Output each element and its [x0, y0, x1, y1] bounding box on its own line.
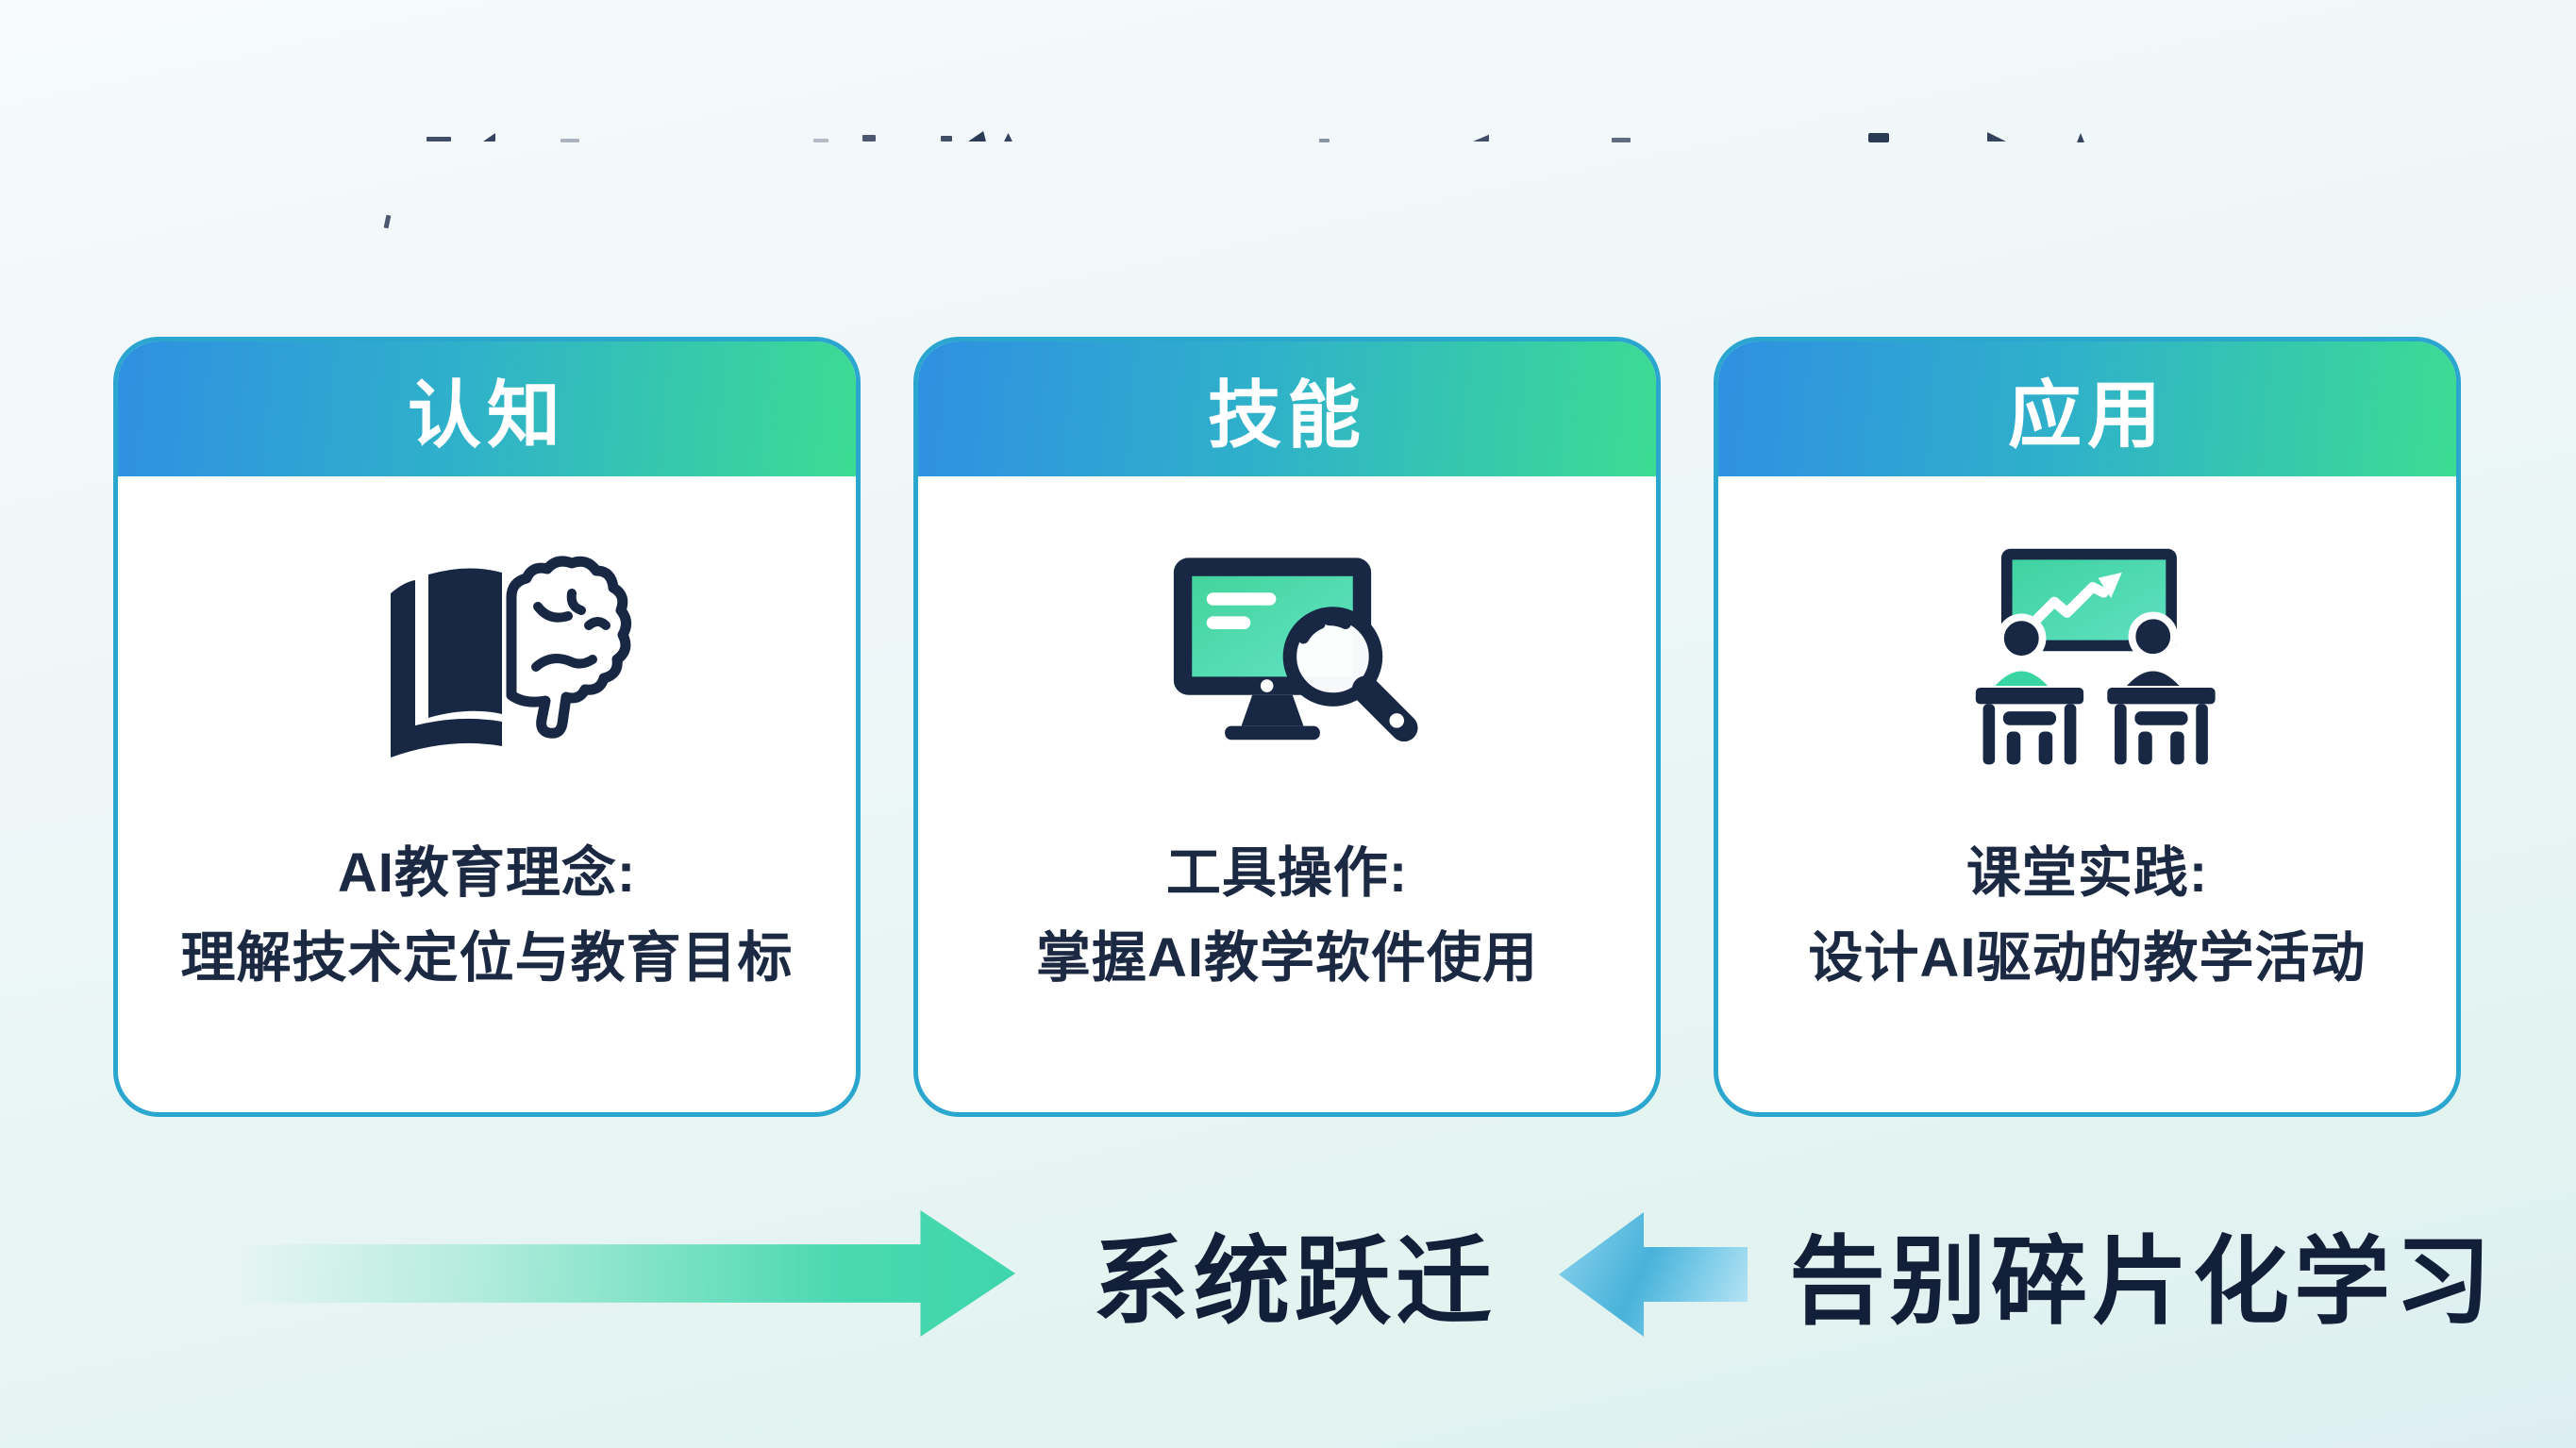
card-application-description: 课堂实践: 设计AI驱动的教学活动: [1808, 831, 2366, 1001]
card-cognition-line2: 理解技术定位与教育目标: [180, 926, 794, 989]
top-artifact: [1473, 134, 1489, 141]
card-cognition-description: AI教育理念: 理解技术定位与教育目标: [180, 831, 793, 1001]
top-artifact: [560, 139, 579, 142]
card-cognition-body: AI教育理念: 理解技术定位与教育目标: [118, 476, 856, 1112]
card-application-body: 课堂实践: 设计AI驱动的教学活动: [1718, 476, 2456, 1112]
card-skill-line1: 工具操作:: [1165, 842, 1409, 904]
top-artifact: [862, 135, 876, 141]
card-cognition: 认知 AI教育理念: 理解技术定位与教育目标: [113, 337, 861, 1117]
book-brain-icon: [336, 516, 638, 799]
top-artifact: [2077, 133, 2084, 142]
card-application-line1: 课堂实践:: [1965, 842, 2209, 904]
top-artifact: [1612, 138, 1631, 142]
card-skill-line2: 掌握AI教学软件使用: [1035, 926, 1538, 989]
card-application-line2: 设计AI驱动的教学活动: [1808, 926, 2367, 989]
card-application: 应用: [1714, 337, 2461, 1117]
card-cognition-header: 认知: [118, 341, 856, 476]
top-artifact: [941, 136, 952, 141]
left-arrow-icon: [1559, 1212, 1748, 1337]
card-cognition-title: 认知: [407, 373, 566, 457]
top-artifact: [1868, 133, 1889, 142]
fragmented-learning-label: 告别碎片化学习: [1789, 1227, 2496, 1336]
system-leap-label: 系统跃迁: [1093, 1227, 1497, 1336]
right-arrow-icon: [238, 1210, 1015, 1337]
card-application-title: 应用: [2007, 373, 2166, 457]
top-artifact: [1319, 139, 1330, 142]
card-skill: 技能: [913, 337, 1661, 1117]
card-skill-header: 技能: [918, 341, 1656, 476]
top-artifact: [483, 133, 495, 141]
card-skill-title: 技能: [1207, 373, 1366, 457]
top-artifact: [1987, 132, 2006, 141]
card-application-header: 应用: [1718, 341, 2456, 476]
top-artifact: [1004, 133, 1012, 141]
card-skill-description: 工具操作: 掌握AI教学软件使用: [1036, 831, 1538, 1001]
top-artifact: [813, 139, 828, 142]
top-artifact: [968, 131, 986, 141]
card-skill-body: 工具操作: 掌握AI教学软件使用: [918, 476, 1656, 1112]
card-cognition-line1: AI教育理念:: [337, 842, 637, 904]
classroom-icon: [1941, 516, 2233, 799]
monitor-search-icon: [1141, 516, 1433, 799]
top-artifact: [427, 137, 451, 141]
top-artifact: [383, 214, 392, 229]
